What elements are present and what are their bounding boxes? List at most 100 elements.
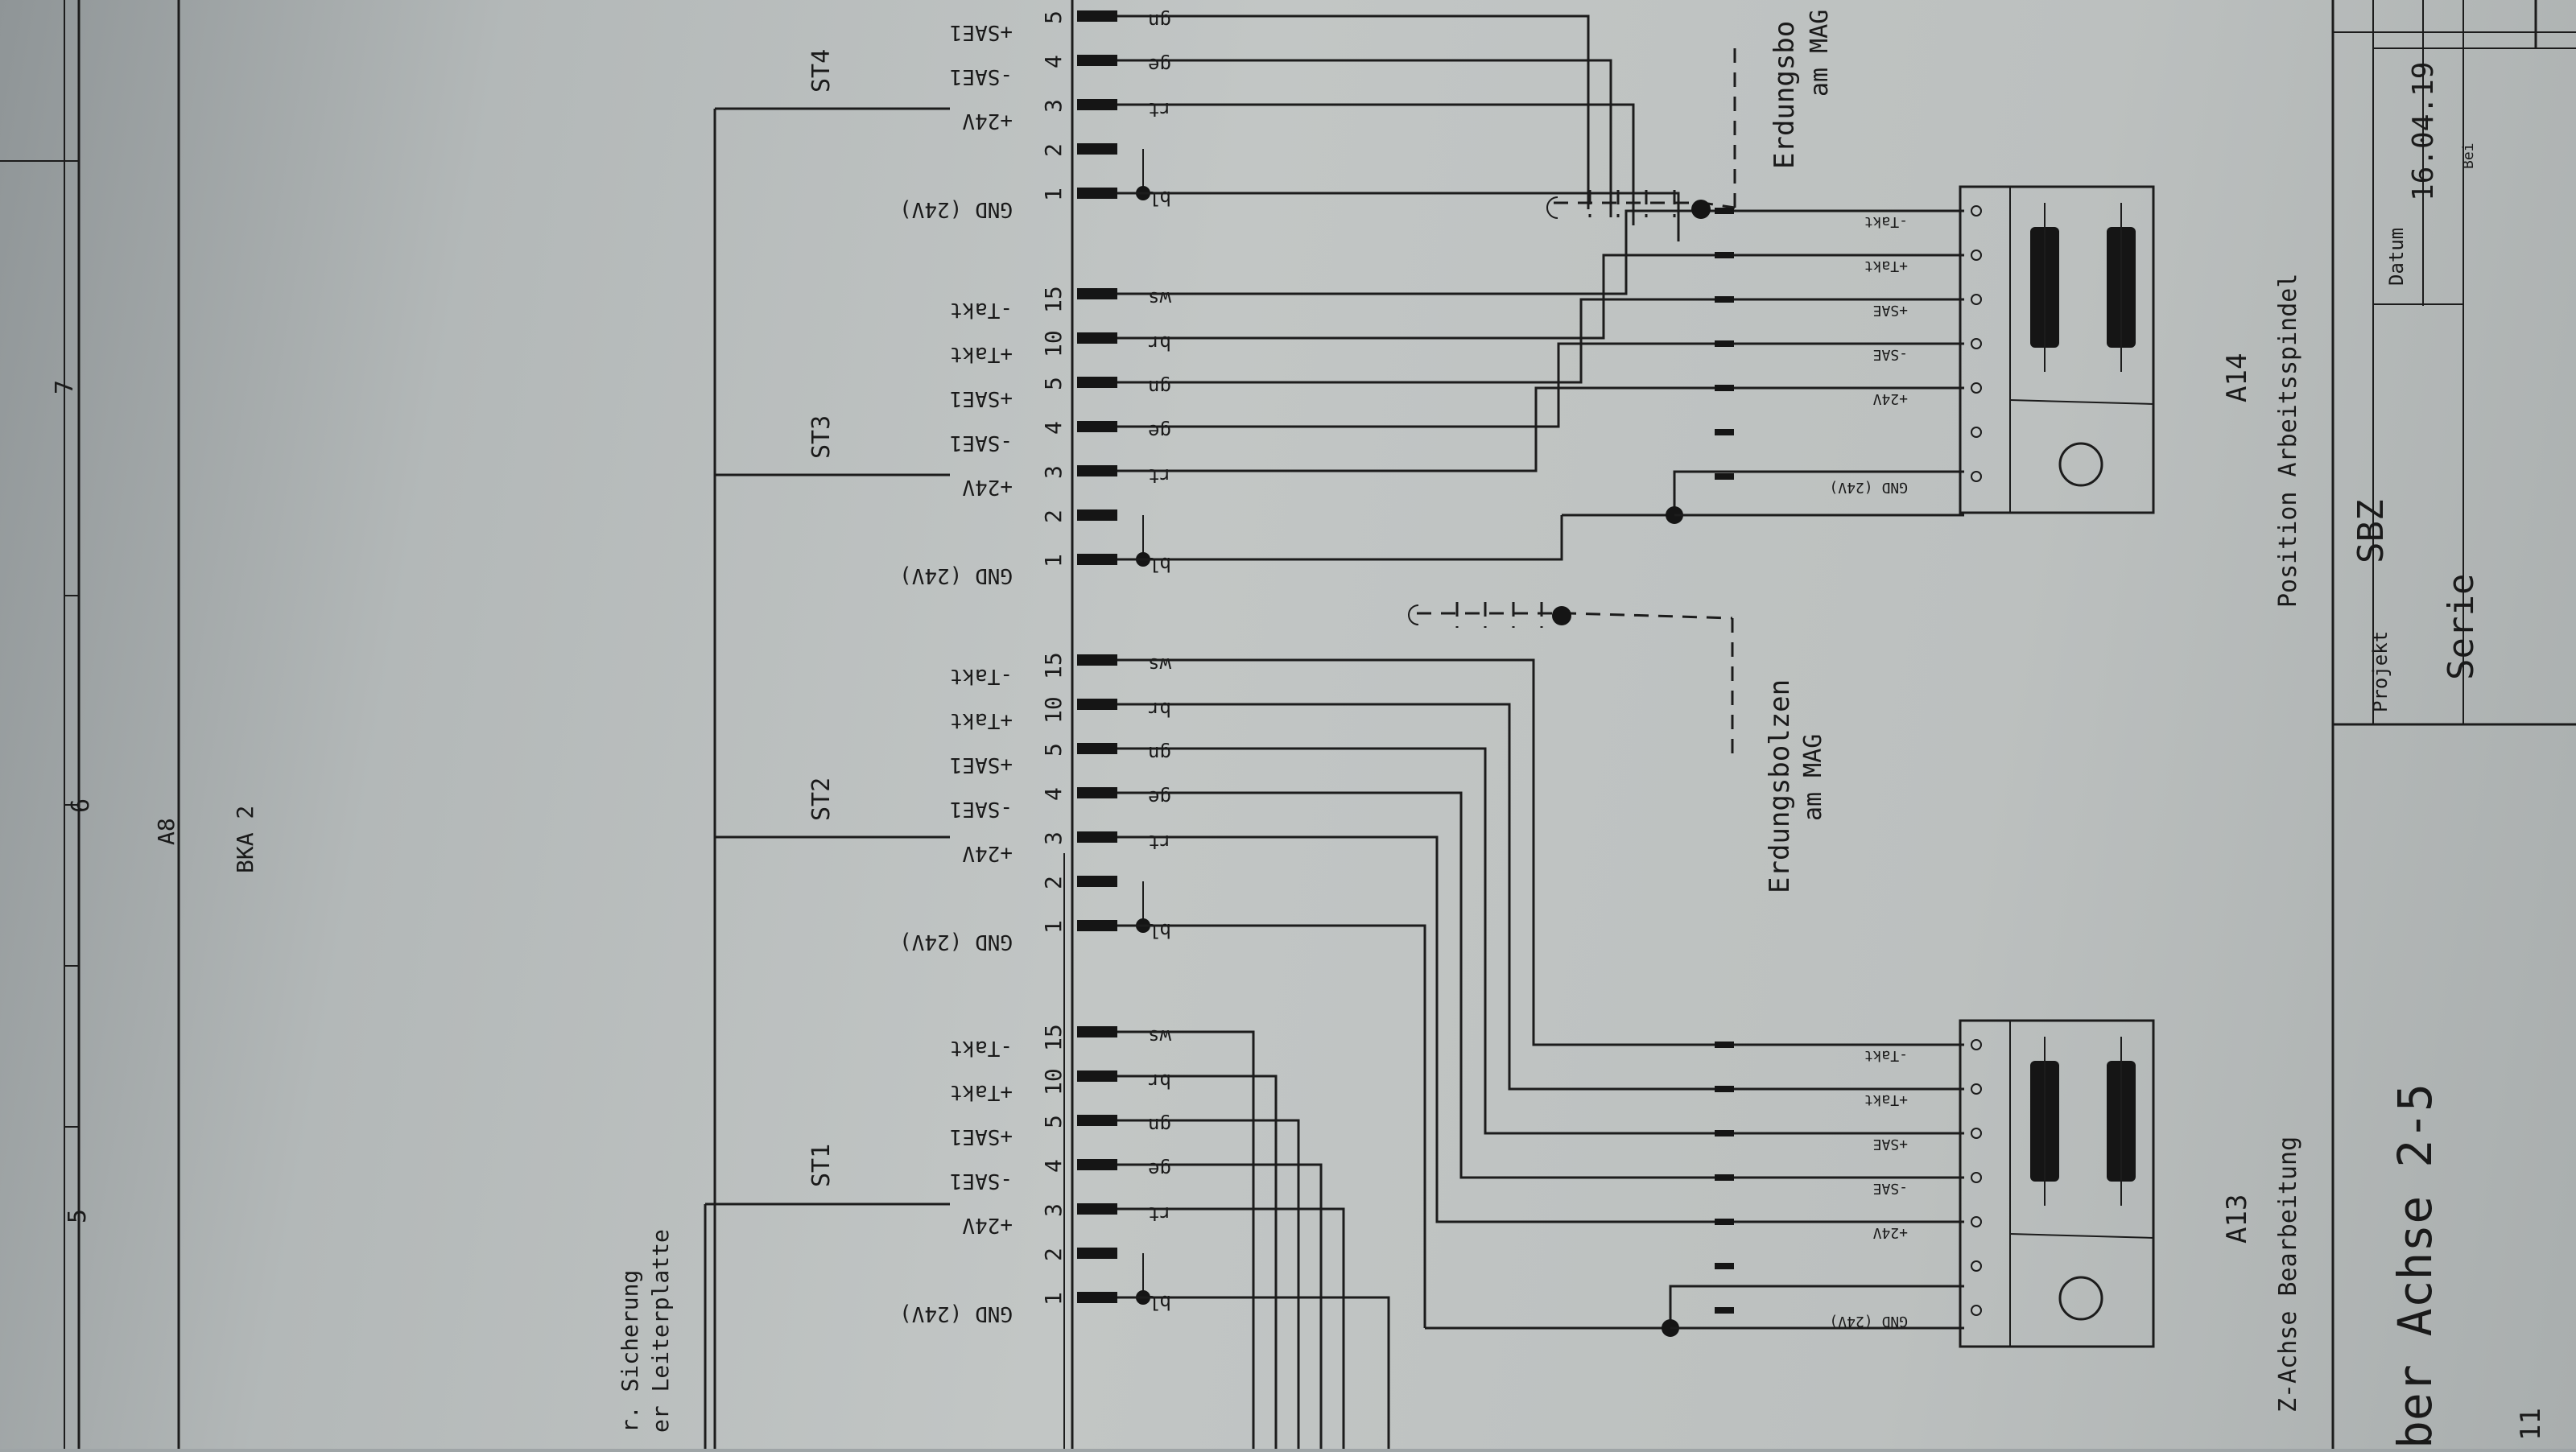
- wire-color: ge: [1148, 1158, 1171, 1181]
- wire-color: ws: [1148, 654, 1171, 676]
- drawing-title: ber Achse 2-5: [2388, 1083, 2442, 1449]
- pin-number: 3: [1040, 1203, 1067, 1217]
- pin-signal: +24V: [962, 841, 1013, 865]
- pin-number: 4: [1040, 55, 1067, 68]
- pin-number: 1: [1040, 188, 1067, 201]
- pin-contact: [1077, 377, 1117, 388]
- pin-number: 3: [1040, 465, 1067, 479]
- pin-contact: [1077, 332, 1117, 344]
- wire-color: bl: [1148, 919, 1171, 942]
- pin-number: 15: [1040, 652, 1067, 679]
- block-ref: A8: [153, 818, 180, 845]
- terminal: [1971, 1305, 1982, 1316]
- ground-bolt-label-3: Erdungsbolzen: [1764, 679, 1796, 893]
- connector-id: ST1: [807, 1144, 836, 1187]
- pin-contact: [1077, 10, 1117, 22]
- terminal-label: +24V: [1872, 1224, 1908, 1241]
- note-line-1: r. Sicherung: [617, 1270, 643, 1433]
- pin-number: 5: [1040, 743, 1067, 757]
- wire-color: ge: [1148, 420, 1171, 443]
- wire-color: ws: [1148, 1025, 1171, 1048]
- pin-number: 5: [1040, 377, 1067, 390]
- datum-value: 16.04.19: [2407, 62, 2440, 201]
- pin-contact: [1077, 1292, 1117, 1303]
- pin-signal: +SAE1: [950, 386, 1013, 410]
- pin-number: 4: [1040, 421, 1067, 435]
- pin-number: 10: [1040, 696, 1067, 724]
- terminal: [1971, 382, 1982, 394]
- wire-color: gn: [1148, 742, 1171, 765]
- pin-number: 2: [1040, 1248, 1067, 1261]
- terminal: [1971, 1172, 1982, 1183]
- terminal-label: -SAE: [1873, 346, 1908, 363]
- wire-color: br: [1148, 1070, 1171, 1092]
- wire-color: ge: [1148, 786, 1171, 809]
- wire-color: ws: [1148, 287, 1171, 310]
- module-a14-id: A14: [2221, 353, 2253, 402]
- pin-number: 2: [1040, 509, 1067, 523]
- pin-contact: [1077, 421, 1117, 432]
- ground-bolt-label-1: Erdungsbo: [1769, 21, 1801, 169]
- pin-contact: [1077, 831, 1117, 843]
- wire-color: gn: [1148, 1114, 1171, 1136]
- wire-color: ge: [1148, 54, 1171, 76]
- pin-signal: +SAE1: [950, 20, 1013, 44]
- pin-contact: [1077, 55, 1117, 66]
- pin-signal: -SAE1: [950, 797, 1013, 821]
- module-a14-label: Position Arbeitsspindel: [2274, 274, 2302, 608]
- pin-contact: [1077, 876, 1117, 887]
- note-line-2: er Leiterplatte: [647, 1229, 674, 1433]
- pin-signal: +SAE1: [950, 753, 1013, 777]
- pin-signal: -SAE1: [950, 64, 1013, 89]
- wire-color: bl: [1148, 1291, 1171, 1314]
- pin-contact: [1077, 143, 1117, 155]
- pin-number: 10: [1040, 330, 1067, 357]
- pin-contact: [1077, 188, 1117, 199]
- wire-color: gn: [1148, 10, 1171, 32]
- wire-color: rt: [1148, 831, 1171, 853]
- connector-id: ST3: [807, 415, 836, 459]
- pin-contact: [1077, 509, 1117, 521]
- pin-signal: +24V: [962, 109, 1013, 133]
- terminal: [1971, 427, 1982, 438]
- connector-id: ST2: [807, 778, 836, 821]
- pin-contact: [1077, 554, 1117, 565]
- pin-signal: GND (24V): [899, 1301, 1013, 1326]
- name-value: Bei: [2460, 142, 2477, 169]
- pin-contact: [1077, 465, 1117, 476]
- border-ruler: 7 6 5: [0, 0, 180, 1449]
- pin-contact: [1077, 1159, 1117, 1170]
- module-a13-label: Z-Achse Bearbeitung: [2274, 1136, 2302, 1413]
- terminal-label: -SAE: [1873, 1180, 1908, 1197]
- terminal-label: +Takt: [1864, 1091, 1908, 1108]
- pin-number: 4: [1040, 1159, 1067, 1173]
- pin-contact: [1077, 1026, 1117, 1037]
- wiring-harness: [1117, 14, 1964, 1449]
- pin-number: 10: [1040, 1068, 1067, 1095]
- pin-contact: [1077, 654, 1117, 666]
- ground-bolt-upper: Erdungsbo am MAG: [1546, 10, 1834, 219]
- terminal: [1971, 1083, 1982, 1095]
- pin-contact: [1077, 1070, 1117, 1082]
- pin-contact: [1077, 1203, 1117, 1215]
- pin-signal: +Takt: [950, 1080, 1013, 1104]
- module-a13-id: A13: [2221, 1194, 2253, 1244]
- pin-signal: GND (24V): [899, 197, 1013, 221]
- pin-contact: [1077, 787, 1117, 798]
- pin-signal: +SAE1: [950, 1124, 1013, 1149]
- pin-number: 1: [1040, 920, 1067, 934]
- terminal-label: +SAE: [1873, 302, 1908, 319]
- wire-color: rt: [1148, 98, 1171, 121]
- wire-color: bl: [1148, 187, 1171, 209]
- terminal-label: GND (24V): [1829, 479, 1908, 496]
- pin-signal: GND (24V): [899, 930, 1013, 954]
- pin-contact: [1077, 699, 1117, 710]
- pin-contact: [1077, 920, 1117, 931]
- ground-bolt-label-2: am MAG: [1806, 10, 1834, 97]
- terminal-label: -Takt: [1864, 213, 1908, 230]
